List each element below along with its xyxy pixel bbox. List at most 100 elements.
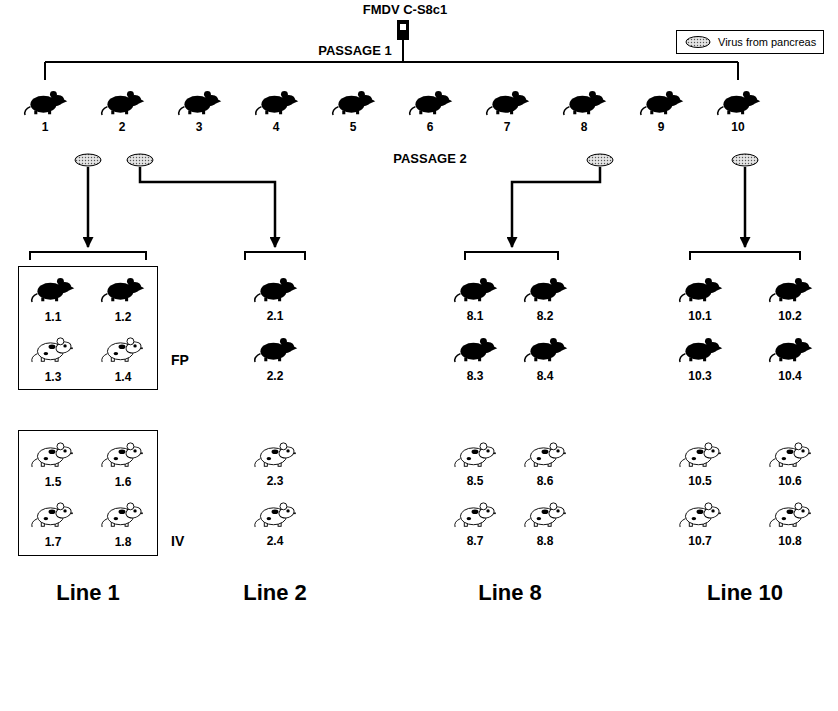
- black-mouse: [770, 278, 812, 302]
- white-mouse: [680, 443, 721, 467]
- mouse-number: 8.4: [537, 370, 554, 383]
- line-name: Line 2: [243, 581, 307, 605]
- white-mouse: [455, 503, 496, 527]
- black-mouse: [680, 338, 722, 362]
- black-mouse: [256, 91, 298, 115]
- white-mouse: [455, 443, 496, 467]
- diagram-title: FMDV C-S8c1: [363, 3, 448, 17]
- mouse-number: 7: [504, 121, 511, 134]
- mouse-number: 1.5: [45, 476, 62, 489]
- mouse-number: 1.7: [45, 536, 62, 549]
- drawing-part: [512, 167, 600, 247]
- drawing-part: [587, 154, 613, 166]
- route-label: FP: [171, 353, 189, 368]
- mouse-number: 10: [731, 121, 744, 134]
- passage-label: PASSAGE 1: [318, 44, 391, 58]
- white-mouse: [680, 503, 721, 527]
- passage-arrow: [88, 167, 745, 247]
- mouse-number: 8.3: [467, 370, 484, 383]
- black-mouse: [25, 91, 67, 115]
- mouse-number: 2: [119, 121, 126, 134]
- mouse-number: 9: [658, 121, 665, 134]
- mouse-number: 5: [350, 121, 357, 134]
- black-mouse: [641, 91, 683, 115]
- black-mouse: [102, 278, 144, 302]
- mouse-number: 8: [581, 121, 588, 134]
- black-mouse: [718, 91, 760, 115]
- black-mouse: [255, 338, 297, 362]
- mouse-number: 3: [196, 121, 203, 134]
- line-name: Line 1: [56, 581, 120, 605]
- mouse-number: 8.6: [537, 475, 554, 488]
- drawing-part: [400, 24, 406, 30]
- drawing-part: [397, 20, 409, 40]
- black-mouse: [564, 91, 606, 115]
- white-mouse: [102, 443, 143, 467]
- mouse-number: 2.3: [267, 475, 284, 488]
- mouse-number: 10.6: [778, 475, 801, 488]
- white-mouse: [255, 503, 296, 527]
- white-mouse: [102, 338, 143, 362]
- black-mouse: [525, 278, 567, 302]
- legend-box: Virus from pancreas: [676, 30, 824, 54]
- mouse-number: 10.2: [778, 310, 801, 323]
- mouse-number: 1: [42, 121, 49, 134]
- black-mouse: [102, 91, 144, 115]
- mouse-number: 8.7: [467, 535, 484, 548]
- black-mouse: [680, 278, 722, 302]
- mouse-group: [25, 91, 812, 527]
- mouse-number: 8.8: [537, 535, 554, 548]
- mouse-number: 10.1: [688, 310, 711, 323]
- group-bracket: [30, 252, 800, 260]
- mouse-number: 4: [273, 121, 280, 134]
- black-mouse: [487, 91, 529, 115]
- mouse-number: 1.8: [115, 536, 132, 549]
- passage-bracket: [45, 40, 738, 80]
- line-name: Line 8: [478, 581, 542, 605]
- legend-text: Virus from pancreas: [718, 36, 816, 48]
- mouse-number: 8.5: [467, 475, 484, 488]
- mouse-number: 1.4: [115, 371, 132, 384]
- mouse-number: 1.2: [115, 311, 132, 324]
- mouse-number: 10.4: [778, 370, 801, 383]
- black-mouse: [455, 278, 497, 302]
- drawing-part: [744, 167, 747, 247]
- mouse-number: 2.2: [267, 370, 284, 383]
- mouse-number: 2.4: [267, 535, 284, 548]
- white-mouse: [102, 503, 143, 527]
- white-mouse: [770, 443, 811, 467]
- black-mouse: [179, 91, 221, 115]
- white-mouse: [525, 503, 566, 527]
- line-name: Line 10: [707, 581, 783, 605]
- group-box: 1.11.21.31.4FP: [18, 266, 158, 390]
- black-mouse: [770, 338, 812, 362]
- mouse-number: 8.2: [537, 310, 554, 323]
- mouse-number: 10.3: [688, 370, 711, 383]
- mouse-number: 10.5: [688, 475, 711, 488]
- drawing-part: [140, 167, 275, 247]
- black-mouse: [410, 91, 452, 115]
- mouse-number: 8.1: [467, 310, 484, 323]
- mouse-number: 10.7: [688, 535, 711, 548]
- white-mouse: [32, 443, 73, 467]
- mouse-number: 2.1: [267, 310, 284, 323]
- drawing-part: [87, 167, 90, 247]
- mouse-number: 10.8: [778, 535, 801, 548]
- white-mouse: [770, 503, 811, 527]
- drawing-part: [127, 154, 153, 166]
- white-mouse: [32, 338, 73, 362]
- drawing-part: [732, 154, 758, 166]
- mouse-number: 1.3: [45, 371, 62, 384]
- black-mouse: [255, 278, 297, 302]
- legend-swatch: [684, 35, 712, 49]
- white-mouse: [32, 503, 73, 527]
- black-mouse: [525, 338, 567, 362]
- passage-label: PASSAGE 2: [393, 152, 466, 166]
- black-mouse: [333, 91, 375, 115]
- virus-tube: [397, 20, 409, 40]
- white-mouse: [255, 443, 296, 467]
- white-mouse: [525, 443, 566, 467]
- mouse-number: 1.6: [115, 476, 132, 489]
- black-mouse: [455, 338, 497, 362]
